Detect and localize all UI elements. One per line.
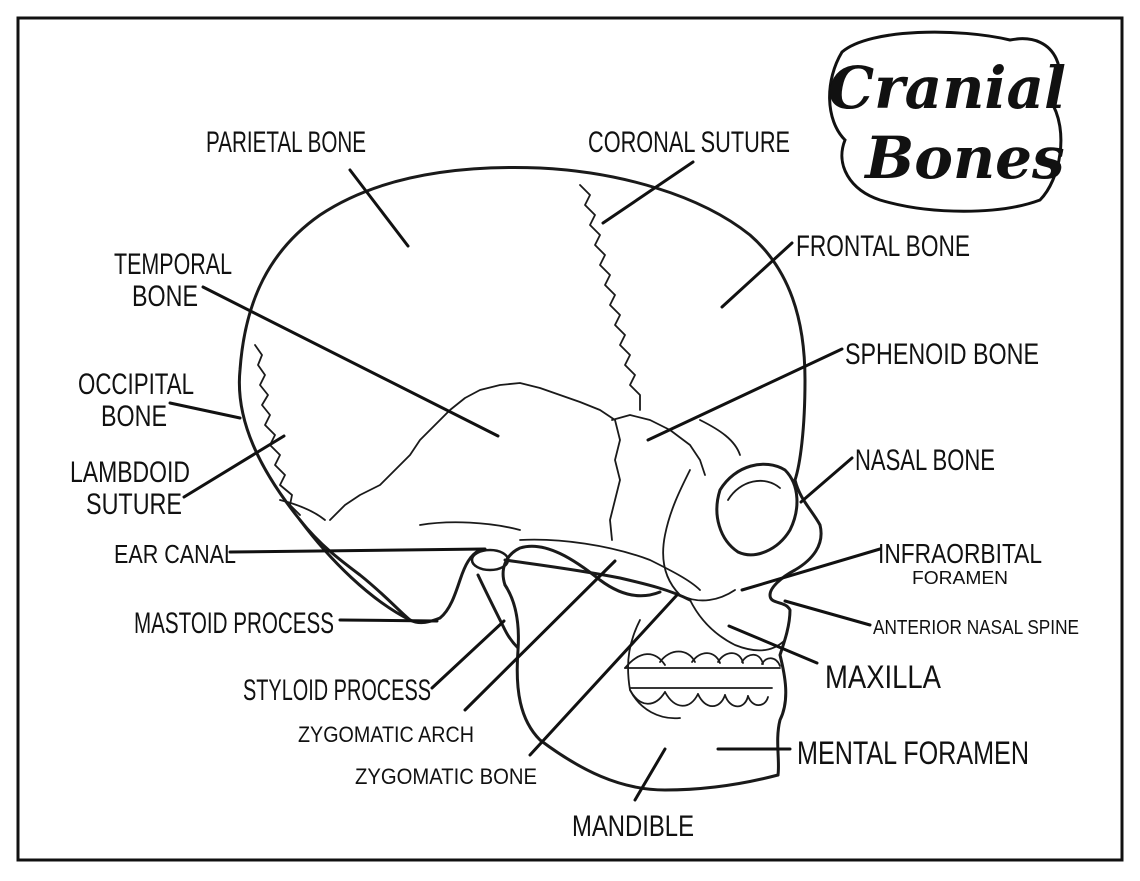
label-infraorbital-foramen-line1: INFRAORBITAL — [878, 538, 1042, 569]
label-zygomatic-arch: ZYGOMATIC ARCH — [298, 722, 474, 747]
mastoid-outline — [438, 548, 482, 620]
label-occipital-bone-line1: OCCIPITAL — [78, 368, 194, 401]
title-badge: Cranial Bones — [828, 30, 1066, 213]
label-sphenoid-bone: SPHENOID BONE — [845, 338, 1039, 371]
leader-maxilla — [727, 624, 819, 665]
title-line2: Bones — [863, 124, 1064, 192]
label-parietal-bone: PARIETAL BONE — [206, 126, 366, 159]
leader-occipital — [168, 401, 242, 420]
leader-ear-canal — [228, 547, 487, 554]
leader-mastoid — [338, 618, 439, 623]
leader-nasal — [799, 456, 854, 504]
label-coronal-suture: CORONAL SUTURE — [588, 126, 790, 159]
upper-teeth — [624, 650, 781, 669]
leader-zygomatic-arch — [463, 559, 617, 712]
coronal-suture-line — [579, 184, 641, 411]
label-temporal-bone-line1: TEMPORAL — [114, 248, 232, 281]
lambdoid-suture-line — [254, 344, 301, 516]
zygomatic-arch-shape — [503, 558, 692, 602]
label-mental-foramen: MENTAL FORAMEN — [797, 735, 1029, 771]
ear-canal-shape — [470, 548, 510, 572]
leader-infraorbital — [740, 547, 882, 592]
label-frontal-bone: FRONTAL BONE — [796, 230, 970, 263]
sphenoid-boundary — [611, 414, 706, 476]
label-maxilla: MAXILLA — [825, 659, 942, 695]
leader-anterior-nasal-spine — [783, 599, 872, 627]
leader-parietal — [348, 168, 410, 248]
label-temporal-bone-line2: BONE — [132, 280, 198, 313]
lower-teeth — [629, 687, 773, 708]
label-lambdoid-suture-line2: SUTURE — [86, 488, 182, 521]
leader-sphenoid — [646, 347, 844, 442]
label-mastoid-process: MASTOID PROCESS — [134, 607, 334, 640]
leader-coronal — [601, 160, 695, 225]
label-lambdoid-suture-line1: LAMBDOID — [70, 456, 190, 489]
leader-styloid — [430, 619, 506, 690]
cranium-outline — [237, 166, 807, 622]
label-zygomatic-bone: ZYGOMATIC BONE — [355, 764, 537, 789]
leader-zygomatic-bone — [528, 593, 679, 757]
title-line1: Cranial — [828, 54, 1066, 122]
styloid-shape — [476, 573, 520, 650]
leader-temporal — [201, 285, 500, 438]
label-nasal-bone: NASAL BONE — [855, 444, 995, 477]
label-ear-canal: EAR CANAL — [114, 539, 236, 569]
page-border — [16, 16, 1124, 862]
leader-lines — [168, 160, 882, 802]
skull-drawing — [237, 166, 823, 792]
label-anterior-nasal-spine: ANTERIOR NASAL SPINE — [873, 617, 1079, 639]
orbit-outline — [715, 462, 799, 557]
occipital-base — [298, 518, 442, 625]
leader-frontal — [720, 241, 794, 309]
maxilla-shape — [689, 599, 786, 652]
label-styloid-process: STYLOID PROCESS — [243, 674, 431, 707]
label-occipital-bone-line2: BONE — [101, 400, 167, 433]
leader-lambdoid — [182, 434, 286, 499]
squamosal-suture — [329, 382, 621, 541]
mandible-outline — [503, 583, 780, 792]
label-mandible: MANDIBLE — [572, 810, 694, 843]
label-infraorbital-foramen-line2: FORAMEN — [912, 568, 1008, 588]
face-outline — [768, 478, 823, 777]
labels: PARIETAL BONE CORONAL SUTURE TEMPORAL BO… — [70, 126, 1079, 843]
leader-mandible — [633, 747, 667, 802]
zygomatic-bone-shape — [662, 469, 736, 602]
